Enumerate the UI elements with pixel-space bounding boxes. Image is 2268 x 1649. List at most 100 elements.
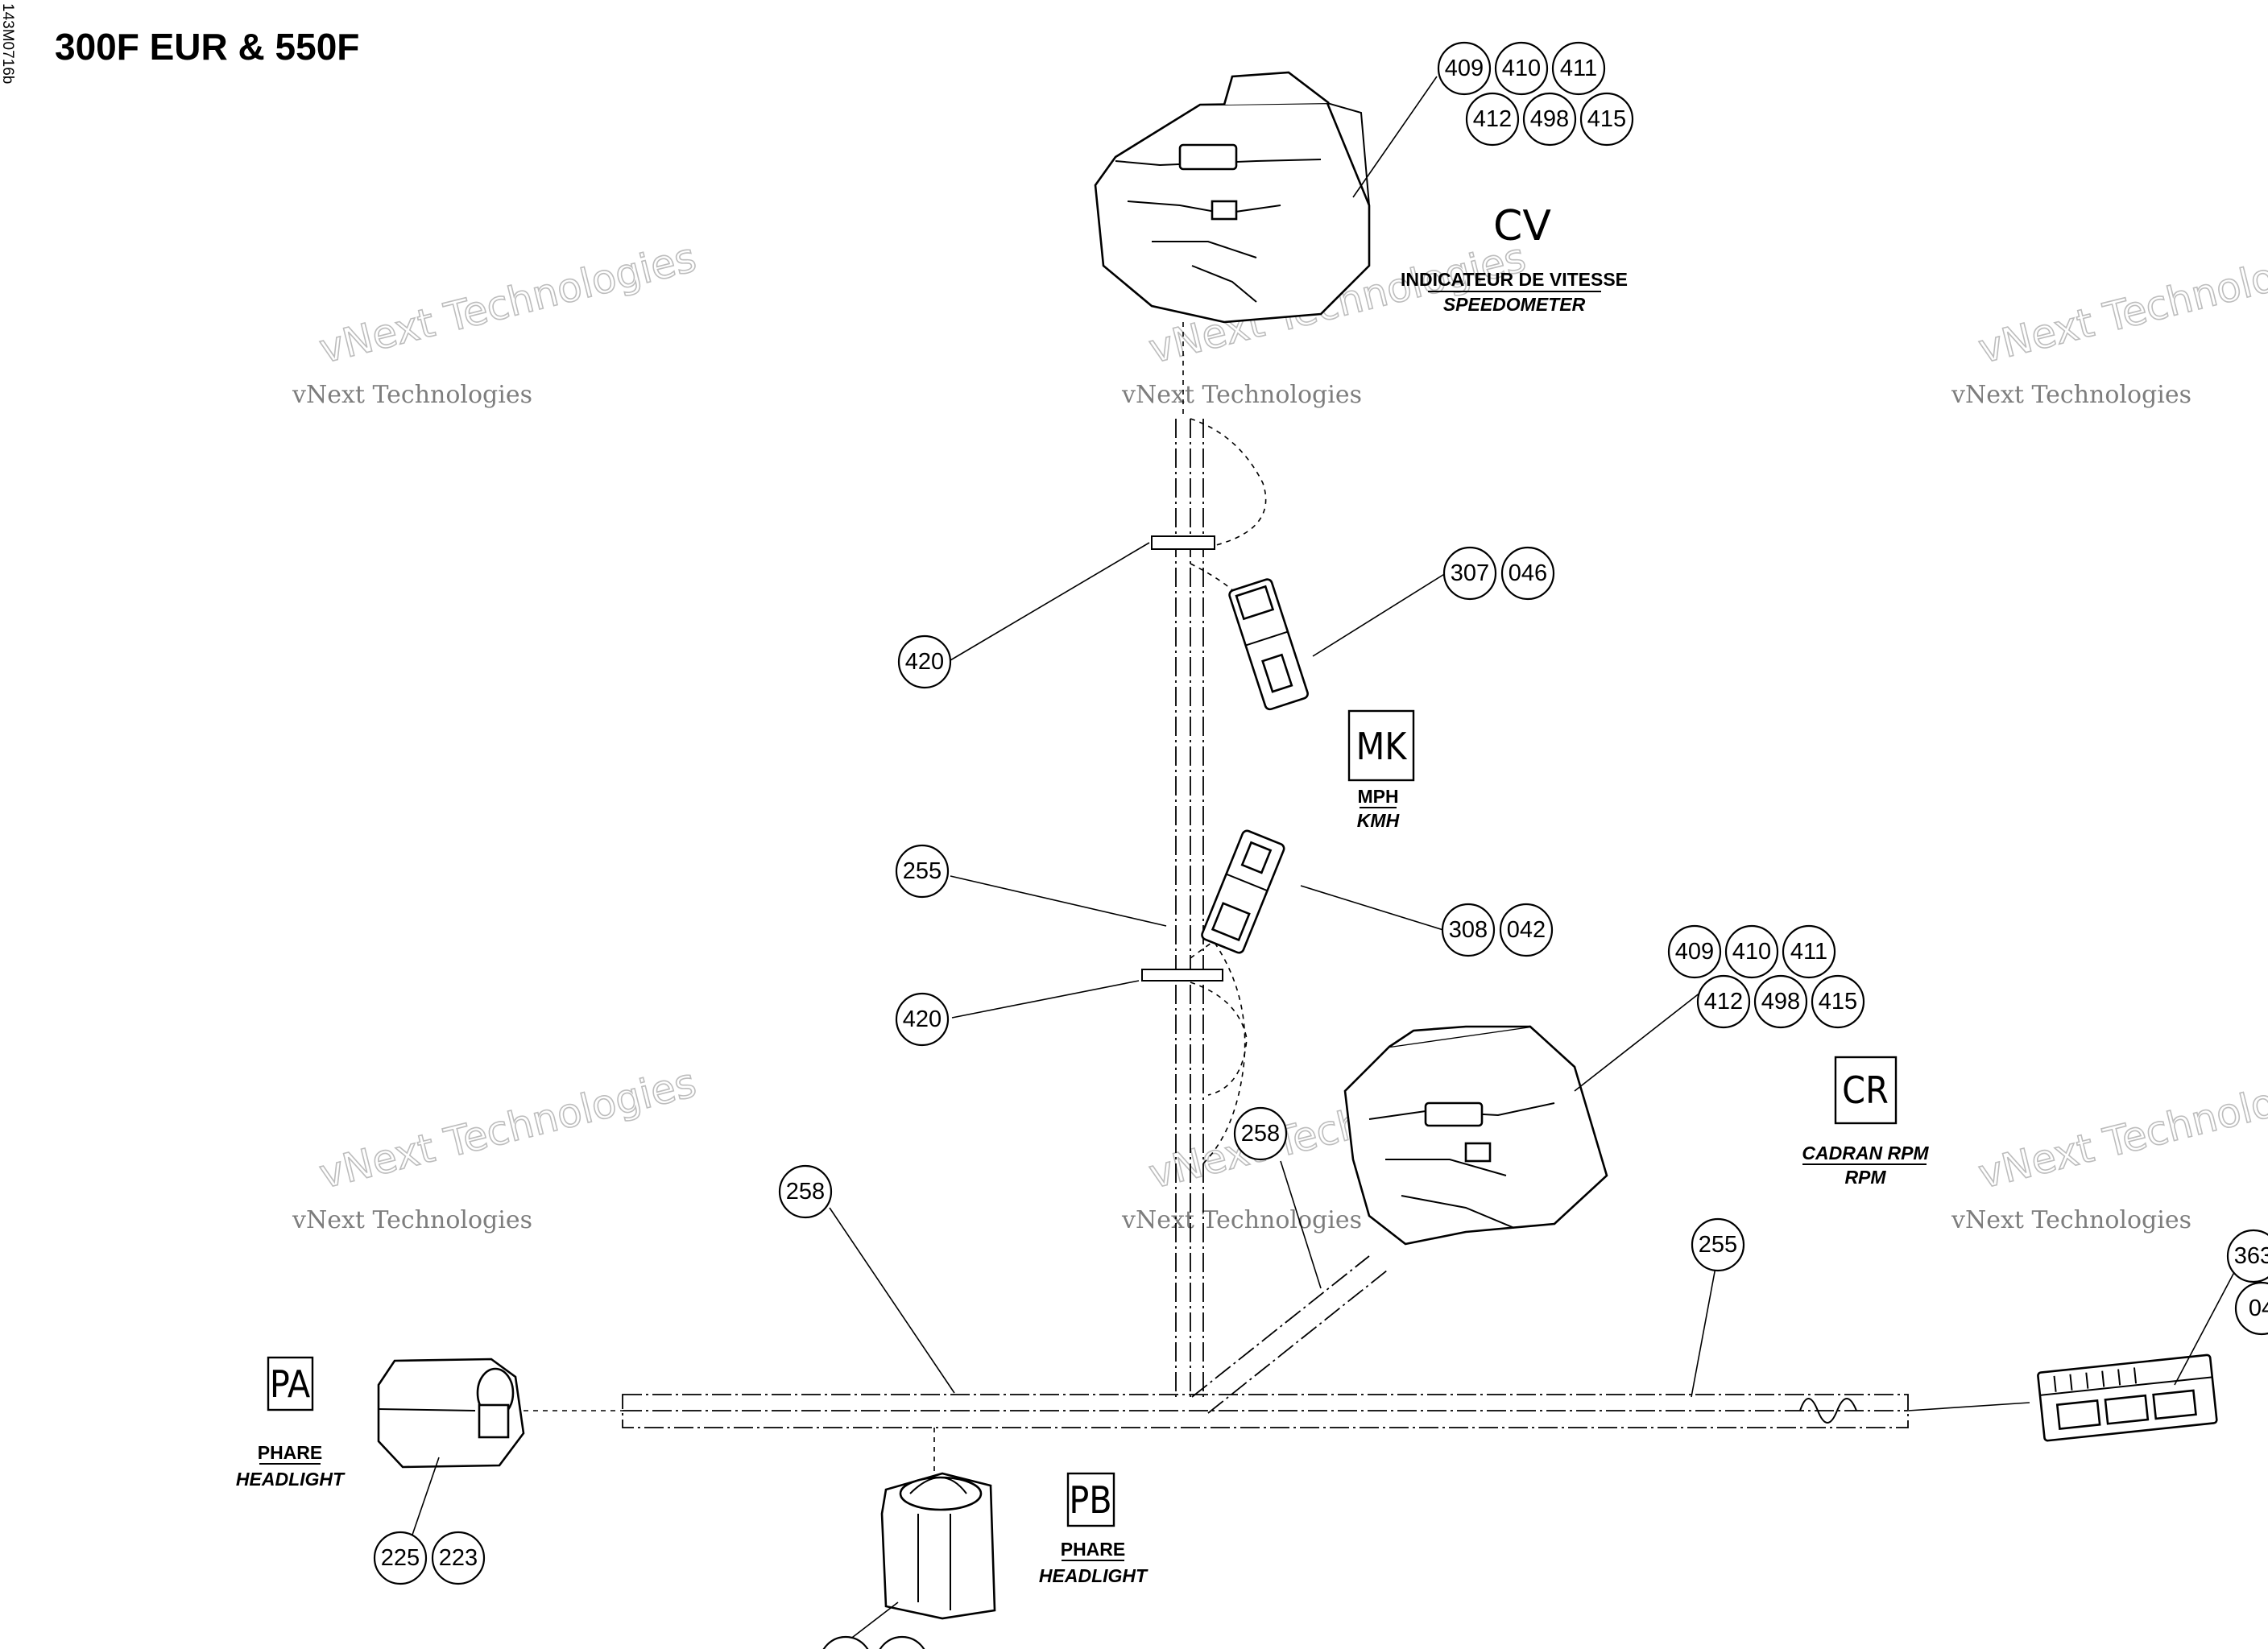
ref-bubble: 410 [1724, 924, 1779, 979]
svg-text:410: 410 [1732, 939, 1771, 965]
ref-bubble: 498 [1522, 92, 1577, 147]
svg-text:CR: CR [1842, 1068, 1889, 1112]
svg-text:420: 420 [905, 649, 944, 675]
svg-text:409: 409 [1675, 939, 1714, 965]
svg-text:04: 04 [2249, 1296, 2268, 1321]
svg-text:363: 363 [2234, 1243, 2268, 1269]
pa-connector-illustration [377, 1358, 525, 1469]
pb-code-box: PB [1066, 1472, 1115, 1527]
watermark-line2: vNext Technologies [292, 1206, 532, 1234]
svg-text:258: 258 [786, 1179, 825, 1205]
cr-code-box: CR [1834, 1056, 1898, 1125]
watermark-line2: vNext Technologies [1121, 381, 1362, 409]
mk-label-fr: MPH [1357, 786, 1398, 807]
harness-main-horizontal [524, 1394, 2030, 1428]
svg-text:255: 255 [903, 858, 942, 884]
ref-bubble: 411 [1782, 924, 1836, 979]
mk-connector-lower [1201, 829, 1285, 954]
ref-bubble: 04 [2234, 1281, 2268, 1336]
ref-bubble: 258 [1233, 1106, 1288, 1161]
watermark-line2: vNext Technologies [1951, 381, 2191, 409]
ref-bubble: 223 [431, 1531, 486, 1585]
watermark-line2: vNext Technologies [292, 381, 532, 409]
watermark-line1: vNext Technologies [1974, 1059, 2268, 1197]
mk-code-box: MK [1347, 709, 1415, 782]
pb-connector-illustration [880, 1472, 996, 1620]
svg-text:410: 410 [1502, 56, 1541, 81]
svg-text:498: 498 [1530, 106, 1569, 132]
ref-bubble: 420 [897, 634, 952, 689]
watermark-line2: vNext Technologies [1121, 1206, 1362, 1234]
svg-text:420: 420 [903, 1006, 942, 1032]
ref-bubble: 363 [2226, 1229, 2268, 1283]
cr-label-fr: CADRAN RPM [1802, 1143, 1929, 1163]
pb-label-en: HEADLIGHT [1039, 1565, 1148, 1586]
svg-text:307: 307 [1451, 560, 1489, 586]
page-title: 300F EUR & 550F [55, 26, 359, 68]
cr-label-en: RPM [1844, 1167, 1886, 1188]
ref-bubble: 415 [1811, 974, 1865, 1029]
svg-text:PA: PA [270, 1362, 310, 1406]
svg-text:308: 308 [1449, 917, 1488, 943]
svg-text:PB: PB [1069, 1478, 1111, 1522]
ref-bubble: 409 [1667, 924, 1722, 979]
ref-bubble: 415 [1579, 92, 1634, 147]
cable-clip-lower [1141, 969, 1223, 982]
watermark: vNext Technologies vNext Technologies [292, 1059, 702, 1234]
ref-bubble: 046 [1500, 546, 1555, 601]
mk-label-en: KMH [1357, 810, 1400, 831]
wire-mk-loop [1190, 563, 1240, 597]
ref-bubble: 308 [1441, 903, 1496, 957]
side-reference: 143M0716b [0, 3, 16, 84]
svg-text:409: 409 [1445, 56, 1484, 81]
harness-branch-cr [1191, 937, 1388, 1414]
svg-text:225: 225 [381, 1545, 420, 1571]
svg-text:046: 046 [1509, 560, 1547, 586]
pa-label-en: HEADLIGHT [236, 1469, 346, 1490]
svg-text:412: 412 [1704, 989, 1743, 1015]
ref-bubble: 255 [1691, 1217, 1745, 1272]
ref-bubble: 411 [1551, 41, 1606, 96]
ref-bubble: 409 [1437, 41, 1492, 96]
watermark-line2: vNext Technologies [1951, 1206, 2191, 1234]
wire-cr-loop [1190, 982, 1248, 1096]
ref-bubble: 307 [1442, 546, 1497, 601]
watermark-line1: vNext Technologies [315, 234, 701, 372]
svg-text:042: 042 [1507, 917, 1546, 943]
harness-vertical-trunk [1175, 322, 1204, 1397]
ref-bubble-clipped [879, 1635, 925, 1649]
ref-bubble: 498 [1753, 974, 1808, 1029]
ref-bubble: 258 [778, 1164, 833, 1219]
ref-bubble: 420 [895, 992, 950, 1047]
svg-text:223: 223 [439, 1545, 478, 1571]
svg-text:415: 415 [1587, 106, 1626, 132]
pb-label-fr: PHARE [1061, 1539, 1126, 1560]
watermark: vNext Technologies vNext Technologies [1951, 234, 2268, 409]
cv-label-en: SPEEDOMETER [1443, 294, 1586, 315]
cr-connector-illustration [1343, 1025, 1608, 1246]
pa-code-box: PA [267, 1356, 314, 1411]
cv-code: CV [1493, 202, 1551, 250]
watermark: vNext Technologies vNext Technologies [1951, 1059, 2268, 1234]
svg-text:255: 255 [1699, 1232, 1737, 1258]
ref-bubble: 225 [373, 1531, 428, 1585]
ref-bubble: 255 [895, 844, 950, 899]
svg-text:498: 498 [1761, 989, 1800, 1015]
right-edge-connector [2037, 1354, 2218, 1442]
cv-label-fr: INDICATEUR DE VITESSE [1401, 269, 1628, 290]
pa-label-fr: PHARE [258, 1442, 323, 1463]
svg-text:412: 412 [1473, 106, 1512, 132]
wire-cv-loop [1190, 418, 1267, 548]
ref-bubble-clipped [822, 1635, 869, 1649]
cable-clip-upper [1151, 535, 1215, 550]
ref-bubble: 412 [1465, 92, 1520, 147]
svg-text:MK: MK [1356, 725, 1409, 768]
ref-bubble: 412 [1696, 974, 1751, 1029]
watermark-line1: vNext Technologies [1974, 234, 2268, 372]
svg-text:411: 411 [1790, 939, 1827, 965]
watermark: vNext Technologies vNext Technologies [292, 234, 702, 409]
mk-connector-upper [1228, 578, 1309, 711]
ref-bubble: 410 [1494, 41, 1549, 96]
cv-connector-illustration [1094, 71, 1371, 324]
